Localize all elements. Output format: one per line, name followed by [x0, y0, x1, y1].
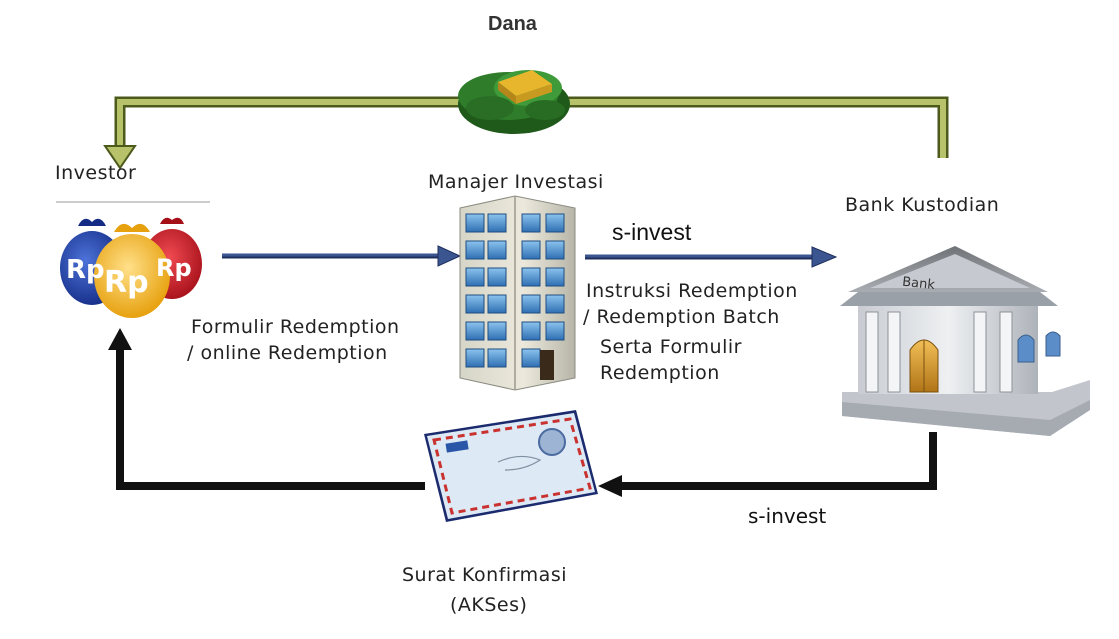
bank-sign-text: Bank — [901, 275, 936, 293]
building-window — [465, 267, 485, 287]
building-window — [487, 267, 507, 287]
building-window — [487, 213, 507, 233]
building-windows — [465, 213, 565, 368]
money-pile-icon — [458, 70, 570, 134]
building-window — [465, 294, 485, 314]
building-window — [487, 294, 507, 314]
building-window — [545, 321, 565, 341]
investor-label: Investor — [55, 162, 137, 184]
dana-label: Dana — [488, 13, 537, 35]
s-invest-bottom-label: s-invest — [748, 504, 827, 528]
building-window — [521, 267, 541, 287]
building-window — [521, 240, 541, 260]
manajer-to-bank-arrow — [585, 246, 838, 268]
instruksi-redemption-label: Instruksi Redemption — [586, 280, 798, 302]
building-window — [487, 348, 507, 368]
bank-columns — [865, 311, 1013, 393]
building-window — [545, 213, 565, 233]
envelope-icon — [424, 410, 598, 522]
building-window — [521, 321, 541, 341]
redemption-label: Redemption — [600, 362, 720, 384]
bank-to-surat-arrow — [598, 432, 937, 497]
manajer-investasi-label: Manajer Investasi — [428, 171, 604, 193]
bag-yellow-text: Rp — [104, 265, 149, 300]
building-window — [487, 321, 507, 341]
bag-blue-text: Rp — [66, 255, 105, 285]
bag-red-text: Rp — [156, 254, 192, 282]
online-redemption-label: / online Redemption — [187, 342, 388, 364]
bank-kustodian-label: Bank Kustodian — [845, 194, 1000, 216]
investor-money-bags-icon: Rp Rp Rp — [56, 201, 210, 318]
building-window — [465, 213, 485, 233]
building-window — [545, 240, 565, 260]
serta-formulir-label: Serta Formulir — [600, 336, 742, 358]
formulir-redemption-label: Formulir Redemption — [191, 316, 400, 338]
investor-to-manajer-arrow — [222, 245, 462, 267]
building-window — [521, 294, 541, 314]
building-window — [465, 240, 485, 260]
building-window — [521, 213, 541, 233]
building-window — [521, 348, 541, 368]
s-invest-top-label: s-invest — [612, 219, 692, 245]
surat-konfirmasi-label: Surat Konfirmasi — [402, 564, 568, 586]
surat-to-investor-arrow — [108, 328, 425, 490]
building-window — [545, 267, 565, 287]
bank-building-icon: Bank — [840, 246, 1090, 436]
building-window — [487, 240, 507, 260]
building-window — [465, 348, 485, 368]
akses-label: (AKSes) — [450, 594, 528, 616]
bag-yellow — [94, 223, 170, 318]
building-window — [545, 294, 565, 314]
office-building-icon — [459, 195, 576, 391]
building-window — [465, 321, 485, 341]
redemption-batch-label: / Redemption Batch — [583, 306, 780, 328]
